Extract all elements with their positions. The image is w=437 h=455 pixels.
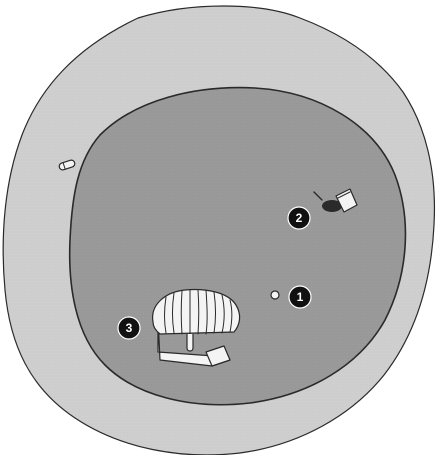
callout-1-label: 1 [297,290,304,304]
dot-icon [271,291,279,299]
callout-3: 3 [118,317,140,339]
scallop-object-icon [153,290,240,366]
callout-2: 2 [288,207,310,229]
callout-2-label: 2 [296,211,303,225]
inner-region-texture [70,88,406,405]
callout-3-label: 3 [126,321,133,335]
callout-1: 1 [289,286,311,308]
